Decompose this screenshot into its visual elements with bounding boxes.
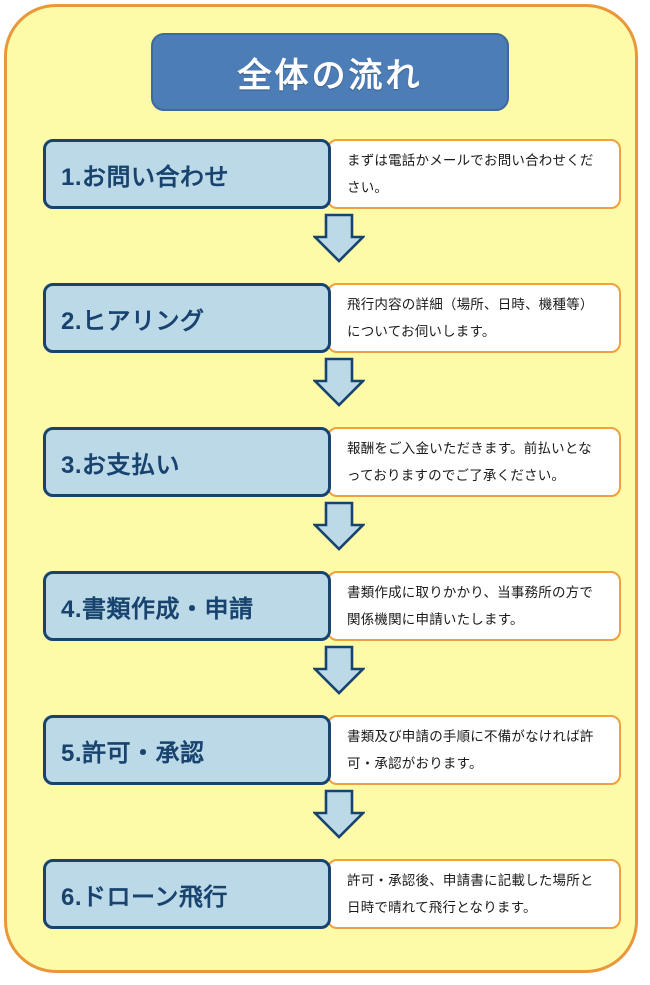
arrow-down-icon-3 xyxy=(313,501,365,551)
step-label-box-4[interactable]: 4.書類作成・申請 xyxy=(43,571,331,641)
flow-step-4: 書類作成に取りかかり、当事務所の方で関係機関に申請いたします。 4.書類作成・申… xyxy=(43,571,621,641)
step-label-box-6[interactable]: 6.ドローン飛行 xyxy=(43,859,331,929)
step-label-box-2[interactable]: 2.ヒアリング xyxy=(43,283,331,353)
arrow-down-icon-1 xyxy=(313,213,365,263)
flow-step-5: 書類及び申請の手順に不備がなければ許可・承認がおります。 5.許可・承認 xyxy=(43,715,621,785)
step-description-box-1: まずは電話かメールでお問い合わせください。 xyxy=(327,139,621,209)
page-title: 全体の流れ xyxy=(237,56,423,95)
flow-step-3: 報酬をご入金いただきます。前払いとなっておりますのでご了承ください。 3.お支払… xyxy=(43,427,621,497)
step-label-text-5: 5.許可・承認 xyxy=(61,739,205,767)
arrow-down-icon-5 xyxy=(313,789,365,839)
flow-step-1: まずは電話かメールでお問い合わせください。 1.お問い合わせ xyxy=(43,139,621,209)
step-description-text-5: 書類及び申請の手順に不備がなければ許可・承認がおります。 xyxy=(347,729,594,771)
step-description-text-4: 書類作成に取りかかり、当事務所の方で関係機関に申請いたします。 xyxy=(347,585,594,627)
step-description-box-4: 書類作成に取りかかり、当事務所の方で関係機関に申請いたします。 xyxy=(327,571,621,641)
flow-step-6: 許可・承認後、申請書に記載した場所と日時で晴れて飛行となります。 6.ドローン飛… xyxy=(43,859,621,929)
arrow-down-icon-2 xyxy=(313,357,365,407)
flowchart-card: 全体の流れ まずは電話かメールでお問い合わせください。 1.お問い合わせ 飛行内… xyxy=(4,4,638,973)
step-label-text-3: 3.お支払い xyxy=(61,451,181,479)
step-label-text-6: 6.ドローン飛行 xyxy=(61,883,228,911)
flow-step-2: 飛行内容の詳細（場所、日時、機種等）についてお伺いします。 2.ヒアリング xyxy=(43,283,621,353)
step-description-text-6: 許可・承認後、申請書に記載した場所と日時で晴れて飛行となります。 xyxy=(347,873,594,915)
step-description-box-2: 飛行内容の詳細（場所、日時、機種等）についてお伺いします。 xyxy=(327,283,621,353)
step-description-box-6: 許可・承認後、申請書に記載した場所と日時で晴れて飛行となります。 xyxy=(327,859,621,929)
step-label-box-3[interactable]: 3.お支払い xyxy=(43,427,331,497)
step-description-text-1: まずは電話かメールでお問い合わせください。 xyxy=(347,153,594,195)
step-label-text-1: 1.お問い合わせ xyxy=(61,163,230,191)
step-description-box-3: 報酬をご入金いただきます。前払いとなっておりますのでご了承ください。 xyxy=(327,427,621,497)
step-description-text-2: 飛行内容の詳細（場所、日時、機種等）についてお伺いします。 xyxy=(347,297,594,339)
arrow-down-icon-4 xyxy=(313,645,365,695)
step-label-box-5[interactable]: 5.許可・承認 xyxy=(43,715,331,785)
step-label-box-1[interactable]: 1.お問い合わせ xyxy=(43,139,331,209)
step-label-text-2: 2.ヒアリング xyxy=(61,307,205,335)
step-description-text-3: 報酬をご入金いただきます。前払いとなっておりますのでご了承ください。 xyxy=(347,441,592,483)
step-label-text-4: 4.書類作成・申請 xyxy=(61,595,254,623)
flowchart-title-banner: 全体の流れ xyxy=(151,33,509,111)
step-description-box-5: 書類及び申請の手順に不備がなければ許可・承認がおります。 xyxy=(327,715,621,785)
